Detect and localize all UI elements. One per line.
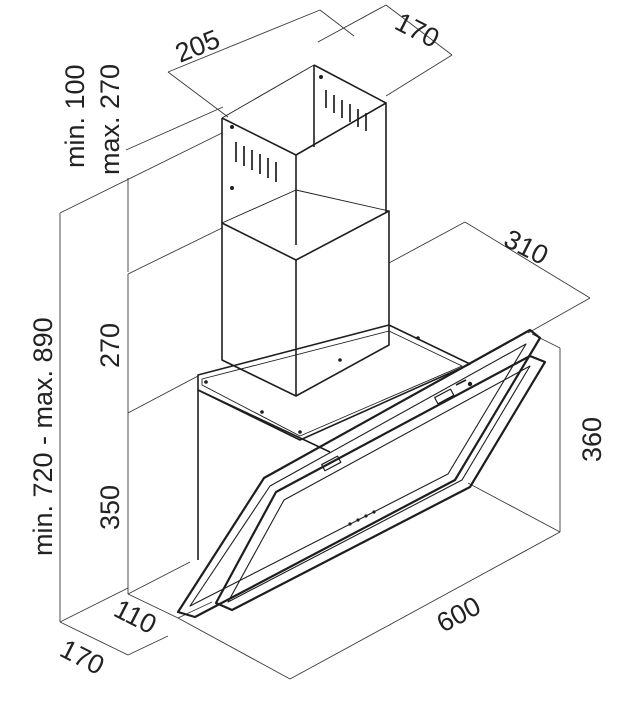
label-chimney-depth: 170 — [390, 7, 444, 54]
chimney — [221, 64, 390, 397]
glass-canopy — [176, 328, 547, 619]
chimney-vent-slots-front — [230, 125, 277, 190]
hood-body — [197, 324, 471, 560]
dimension-lines — [59, 4, 591, 680]
label-body-height: 350 — [95, 485, 125, 530]
label-canopy-height: 360 — [577, 417, 607, 462]
label-upper-chimney-height: 270 — [95, 323, 125, 368]
label-bottom-depth: 110 — [109, 594, 161, 640]
label-canopy-depth: 310 — [499, 224, 553, 271]
label-chimney-width: 205 — [171, 24, 224, 69]
chimney-vent-slots-back — [319, 75, 367, 131]
label-chimney-extension-max: max. 270 — [95, 64, 125, 175]
label-total-height: min. 720 - max. 890 — [28, 317, 58, 556]
label-wall-depth: 170 — [55, 634, 109, 681]
label-chimney-extension-min: min. 100 — [60, 64, 90, 168]
